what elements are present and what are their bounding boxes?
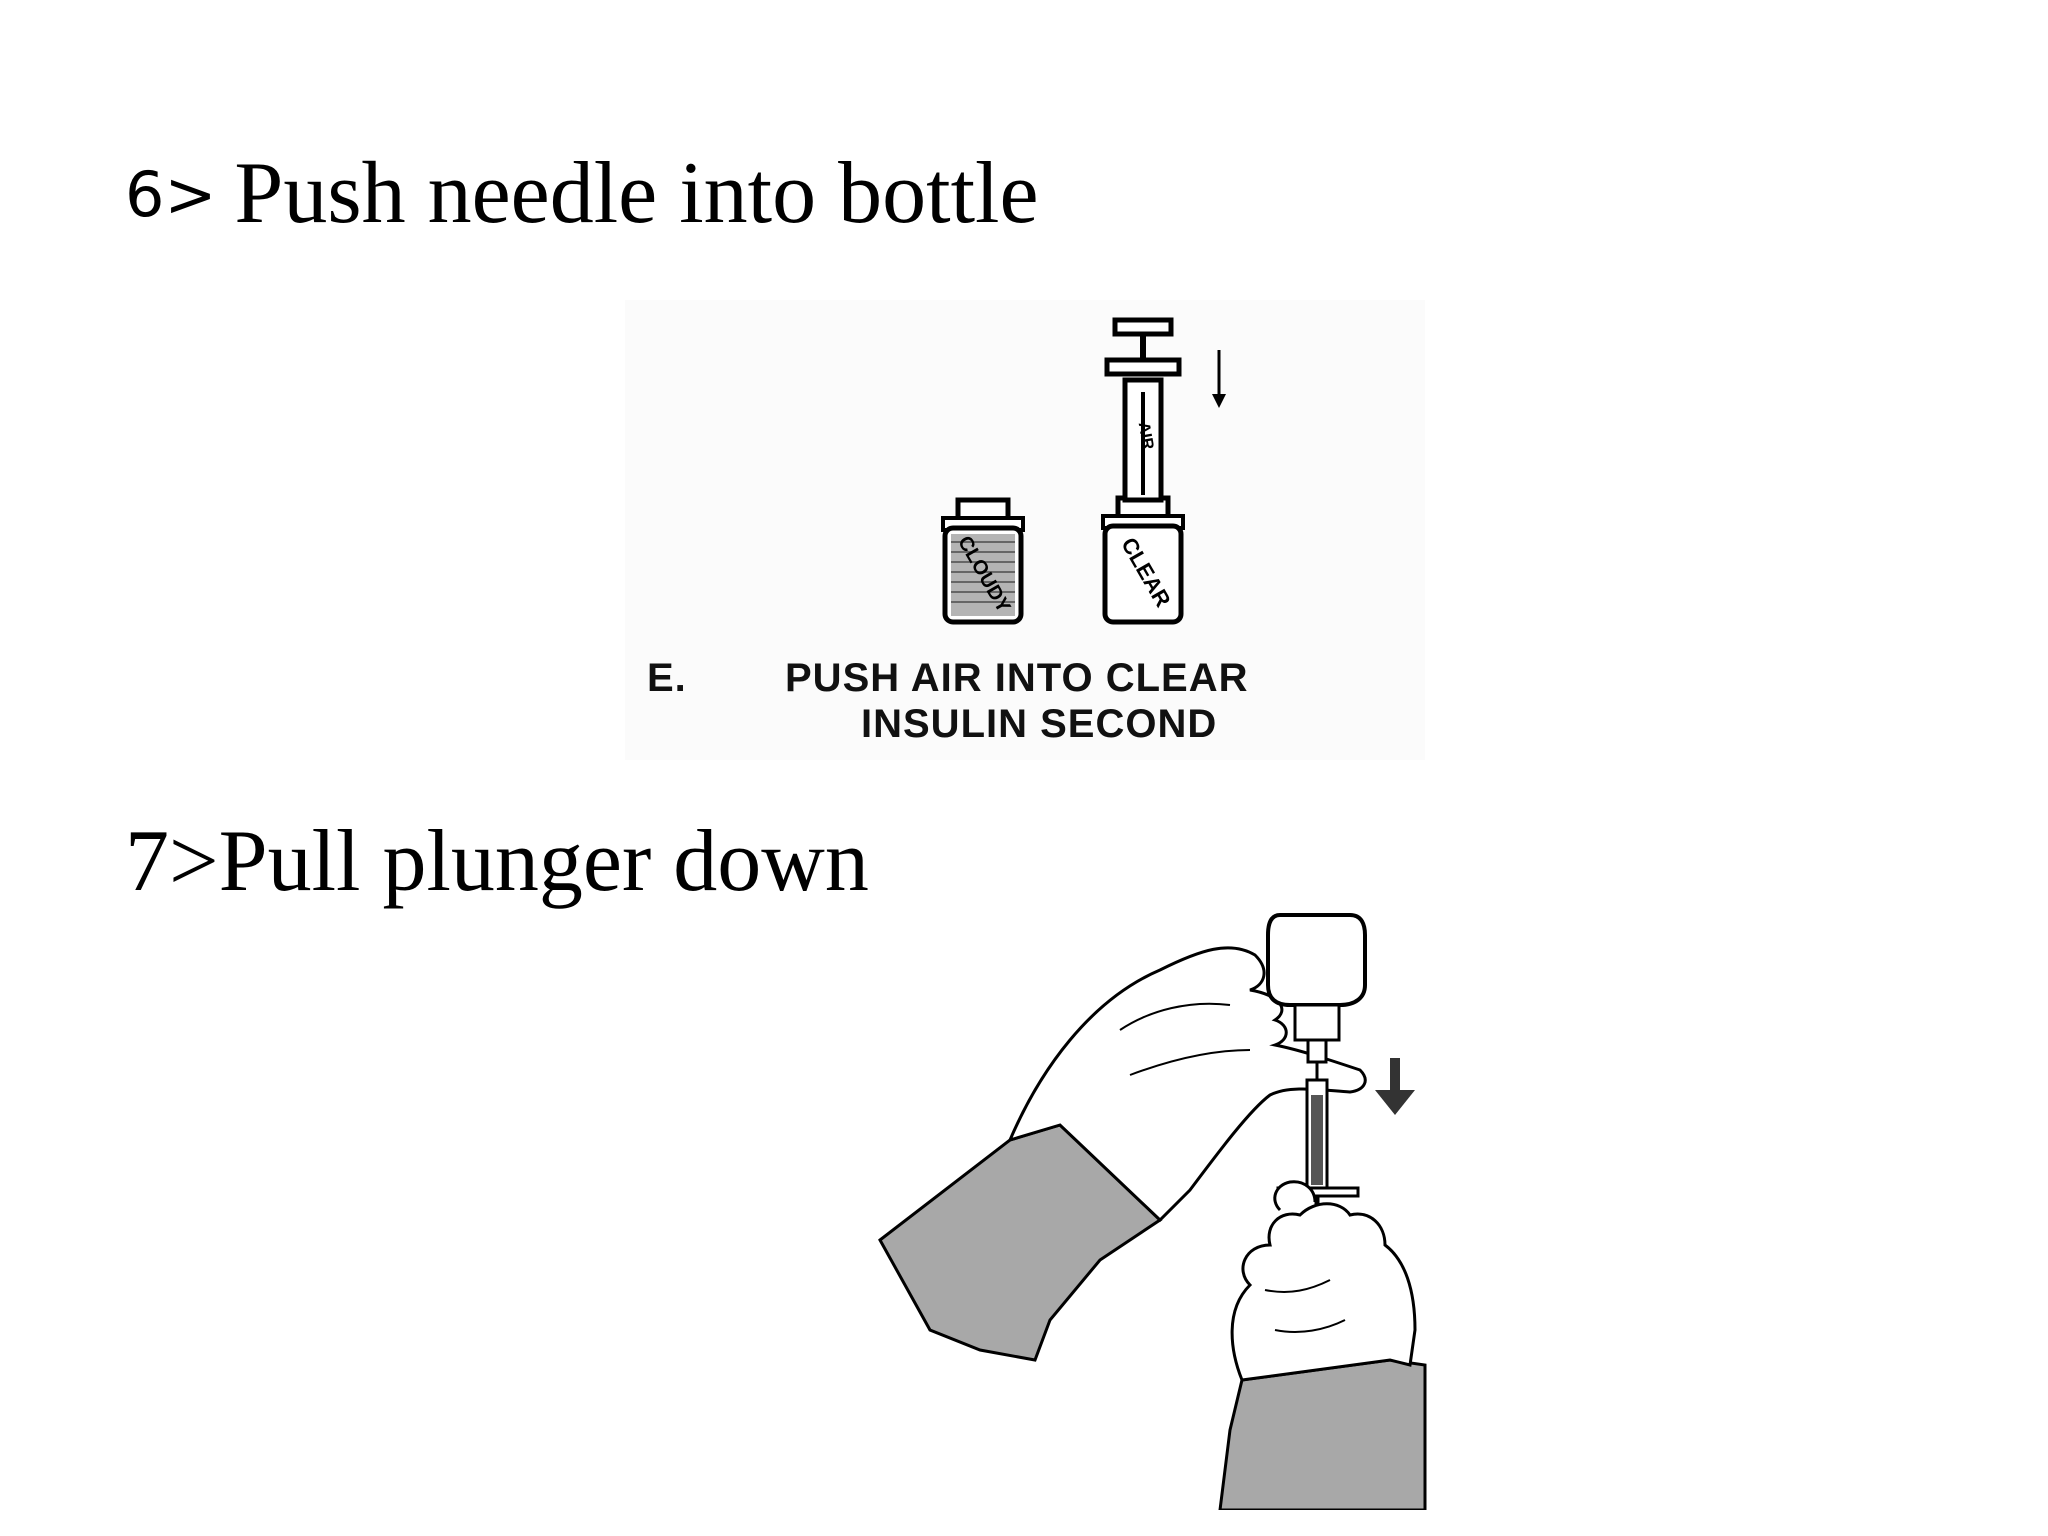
step-6-number: 6> xyxy=(125,158,217,231)
figure-caption-line-1: PUSH AIR INTO CLEAR xyxy=(785,656,1249,700)
syringe-icon: AIR xyxy=(1104,317,1182,503)
step-7-number: 7> xyxy=(125,813,219,910)
right-hand xyxy=(1230,1202,1417,1382)
left-hand xyxy=(1007,946,1367,1223)
clear-bottle: CLEAR xyxy=(1101,495,1185,625)
figure-caption-line-2: INSULIN SECOND xyxy=(861,702,1218,746)
figure-letter: E. xyxy=(647,656,687,700)
figure-e-push-air: CLOUDY CLEAR AIR E. PUSH AIR INTO CLEAR … xyxy=(625,300,1425,760)
right-sleeve xyxy=(1218,1358,1427,1512)
bottles-syringe-illustration: CLOUDY CLEAR AIR xyxy=(941,317,1226,625)
arrow-down-icon xyxy=(1212,350,1226,408)
step-7-text: Pull plunger down xyxy=(218,813,869,910)
step-7-heading: 7>Pull plunger down xyxy=(125,818,869,906)
cloudy-bottle: CLOUDY xyxy=(941,497,1025,625)
vial-icon xyxy=(1266,913,1367,1064)
air-label: AIR xyxy=(1135,421,1157,452)
hands-syringe-illustration xyxy=(878,913,1427,1512)
figure-pull-plunger xyxy=(870,910,1430,1512)
arrow-down-icon xyxy=(1375,1058,1415,1115)
step-6-text: Push needle into bottle xyxy=(234,145,1039,242)
step-6-heading: 6>Push needle into bottle xyxy=(125,150,1039,238)
